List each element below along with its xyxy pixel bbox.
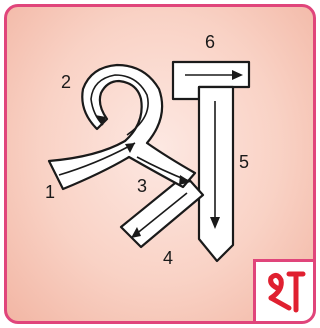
- letter-badge: [253, 259, 313, 321]
- stroke-5-stem: [199, 87, 233, 261]
- step-number-3: 3: [137, 177, 147, 195]
- stroke-order-card: 1 2 3 4 5 6: [4, 4, 316, 324]
- step-number-4: 4: [163, 249, 173, 267]
- step-number-1: 1: [45, 183, 55, 201]
- letter-glyph-icon: [263, 268, 307, 316]
- step-number-2: 2: [61, 73, 71, 91]
- step-number-6: 6: [205, 33, 215, 51]
- step-number-5: 5: [239, 153, 249, 171]
